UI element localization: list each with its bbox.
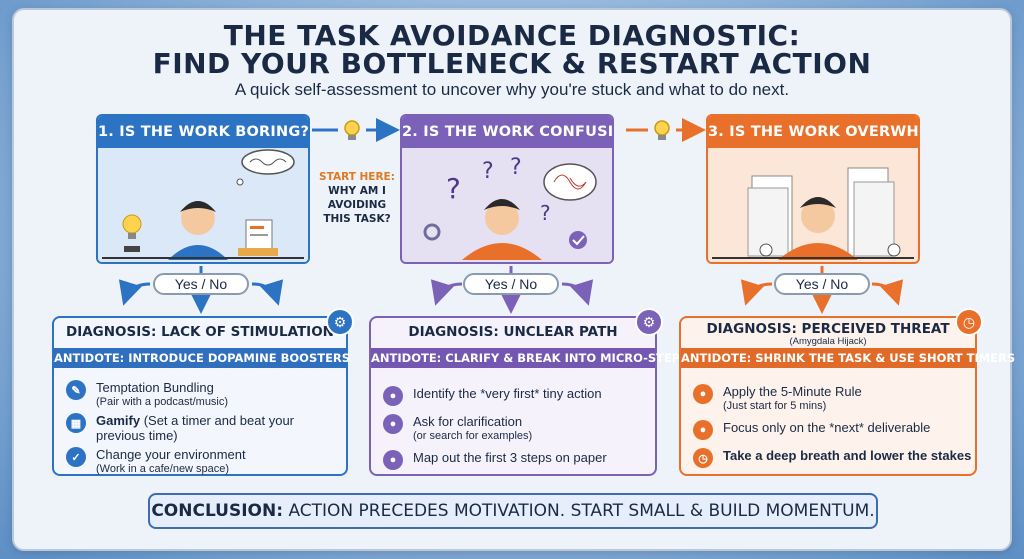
diagnosis-heading: DIAGNOSIS: UNCLEAR PATH bbox=[408, 324, 618, 340]
item-detail: (Just start for 5 mins) bbox=[723, 400, 827, 412]
yes-no-pill: Yes / No bbox=[153, 273, 249, 295]
item-title: Identify the *very first* tiny action bbox=[413, 386, 602, 401]
question-heading: 1. IS THE WORK BORING? bbox=[98, 116, 308, 148]
item-detail: (or search for examples) bbox=[413, 430, 533, 442]
start-label: START HERE: bbox=[319, 171, 395, 183]
list-item: ▦ Gamify (Set a timer and beat your prev… bbox=[66, 413, 316, 443]
list-item: ● Map out the first 3 steps on paper bbox=[383, 450, 607, 470]
diagnosis-heading: DIAGNOSIS: LACK OF STIMULATION bbox=[66, 324, 334, 340]
diagnosis-heading: DIAGNOSIS: PERCEIVED THREAT(Amygdala Hij… bbox=[681, 318, 975, 348]
item-title: Change your environment bbox=[96, 447, 246, 462]
list-item: ◷ Take a deep breath and lower the stake… bbox=[693, 448, 971, 468]
list-item: ● Focus only on the *next* deliverable bbox=[693, 420, 930, 440]
overwhelmed-person-illustration bbox=[708, 148, 918, 262]
item-detail: (Work in a cafe/new space) bbox=[96, 463, 230, 475]
item-title: Focus only on the *next* deliverable bbox=[723, 420, 931, 435]
antidote-banner: ANTIDOTE: INTRODUCE DOPAMINE BOOSTERS bbox=[54, 348, 350, 368]
yes-no-pill: Yes / No bbox=[774, 273, 870, 295]
diagnosis-card-stimulation: DIAGNOSIS: LACK OF STIMULATION ⚙ ANTIDOT… bbox=[52, 308, 354, 477]
start-here-label: START HERE: WHY AM I AVOIDING THIS TASK? bbox=[314, 170, 400, 226]
clock-icon: ◷ bbox=[693, 448, 713, 468]
confused-person-illustration: ? ? ? ? bbox=[402, 148, 612, 262]
item-title: Take a deep breath and lower the stakes bbox=[723, 448, 972, 463]
svg-text:?: ? bbox=[510, 155, 522, 180]
gear-icon: ⚙ bbox=[326, 308, 354, 336]
title-line-2: FIND YOUR BOTTLENECK & RESTART ACTION bbox=[152, 47, 872, 80]
check-icon: ✓ bbox=[66, 447, 86, 467]
lightbulb-icon: ● bbox=[383, 450, 403, 470]
conclusion-text: ACTION PRECEDES MOTIVATION. START SMALL … bbox=[288, 501, 875, 521]
question-card-confusing: 2. IS THE WORK CONFUSING? ? ? ? ? bbox=[400, 114, 614, 264]
item-title: Apply the 5-Minute Rule bbox=[723, 384, 862, 399]
diagnosis-subtitle: (Amygdala Hijack) bbox=[789, 336, 867, 347]
lightbulb-icon bbox=[344, 120, 360, 140]
antidote-banner: ANTIDOTE: CLARIFY & BREAK INTO MICRO-STE… bbox=[371, 348, 689, 368]
list-item: ● Apply the 5-Minute Rule(Just start for… bbox=[693, 384, 862, 414]
list-item: ✎ Temptation Bundling(Pair with a podcas… bbox=[66, 380, 228, 410]
item-detail: (Pair with a podcast/music) bbox=[96, 396, 229, 408]
question-heading: 2. IS THE WORK CONFUSING? bbox=[402, 116, 612, 148]
question-card-boring: 1. IS THE WORK BORING? bbox=[96, 114, 310, 264]
list-item: ● Ask for clarification(or search for ex… bbox=[383, 414, 532, 444]
lightbulb-icon: ● bbox=[693, 384, 713, 404]
item-title: Ask for clarification bbox=[413, 414, 523, 429]
conclusion-label: CONCLUSION: bbox=[151, 501, 284, 521]
diagnosis-card-unclear-path: DIAGNOSIS: UNCLEAR PATH ⚙ ANTIDOTE: CLAR… bbox=[369, 308, 689, 476]
subtitle: A quick self-assessment to uncover why y… bbox=[234, 80, 790, 99]
list-item: ✓ Change your environment(Work in a cafe… bbox=[66, 447, 246, 477]
antidote-banner: ANTIDOTE: SHRINK THE TASK & USE SHORT TI… bbox=[681, 348, 1015, 368]
lightbulb-icon: ● bbox=[383, 386, 403, 406]
bored-person-illustration bbox=[98, 148, 308, 262]
item-title: Temptation Bundling bbox=[96, 380, 214, 395]
item-detail: (Set a timer and beat your previous time… bbox=[96, 413, 295, 443]
gear-icon: ⚙ bbox=[635, 308, 663, 336]
clock-icon: ◷ bbox=[955, 308, 983, 336]
list-item: ● Identify the *very first* tiny action bbox=[383, 386, 602, 406]
title-line-1: THE TASK AVOIDANCE DIAGNOSTIC: bbox=[223, 19, 801, 52]
question-card-overwhelming: 3. IS THE WORK OVERWHELMING? bbox=[706, 114, 920, 264]
pencil-icon: ✎ bbox=[66, 380, 86, 400]
lightbulb-icon bbox=[654, 120, 670, 140]
puzzle-icon: ▦ bbox=[66, 413, 86, 433]
start-question: WHY AM I AVOIDING THIS TASK? bbox=[323, 185, 391, 225]
svg-text:?: ? bbox=[446, 172, 461, 205]
diagnosis-card-perceived-threat: DIAGNOSIS: PERCEIVED THREAT(Amygdala Hij… bbox=[679, 308, 1015, 476]
yes-no-pill: Yes / No bbox=[463, 273, 559, 295]
conclusion-banner: CONCLUSION: ACTION PRECEDES MOTIVATION. … bbox=[148, 493, 878, 529]
svg-text:?: ? bbox=[540, 201, 551, 225]
item-title: Map out the first 3 steps on paper bbox=[413, 450, 607, 465]
question-heading: 3. IS THE WORK OVERWHELMING? bbox=[708, 116, 918, 148]
item-title: Gamify bbox=[96, 413, 141, 428]
svg-text:?: ? bbox=[482, 159, 494, 184]
lightbulb-icon: ● bbox=[693, 420, 713, 440]
lightbulb-icon: ● bbox=[383, 414, 403, 434]
